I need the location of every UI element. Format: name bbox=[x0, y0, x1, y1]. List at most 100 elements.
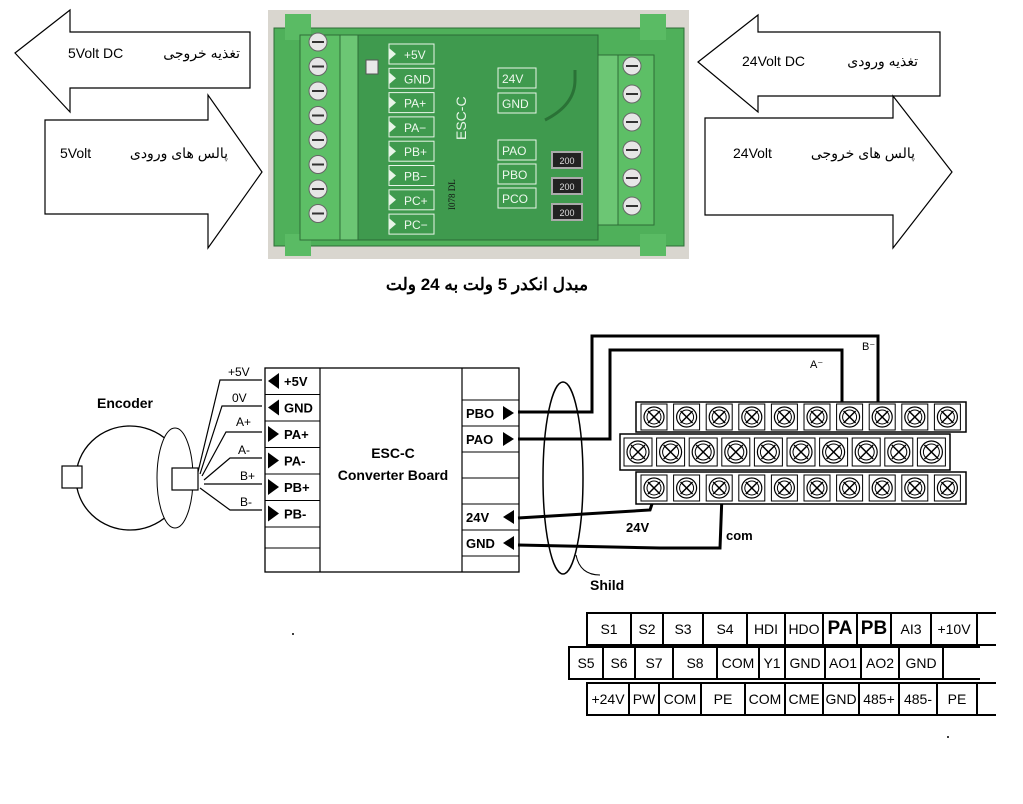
board-input-label: PB- bbox=[284, 507, 306, 522]
arrow-right-top-latin: 24Volt DC bbox=[742, 53, 805, 69]
terminal-screw-slot bbox=[810, 410, 824, 424]
pcb-right-pin-label: PAO bbox=[502, 144, 526, 158]
label-a-minus: A⁻ bbox=[810, 359, 823, 371]
arrow-right-bottom-persian: پالس های خروجی bbox=[811, 145, 915, 162]
board-output-label: 24V bbox=[466, 510, 489, 525]
pcb-left-pin-label: PA− bbox=[404, 121, 426, 135]
terminal-screw-slot bbox=[843, 481, 857, 495]
board-output-rows: PBO PAO 24V GND bbox=[462, 399, 519, 557]
terminal-screw-slot bbox=[858, 444, 874, 460]
pcb-pin-box bbox=[497, 139, 537, 161]
terminal-screw-ring bbox=[759, 443, 777, 461]
terminal-cell: S3 bbox=[664, 614, 704, 644]
wire-label: B- bbox=[240, 495, 252, 509]
terminal-screw-slot bbox=[680, 481, 694, 495]
arrow-left-top: 5Volt DC تغذیه خروجی bbox=[14, 8, 251, 114]
terminal-screw-ring bbox=[939, 480, 955, 496]
board-input-label: PA- bbox=[284, 454, 305, 469]
encoder: Encoder bbox=[61, 395, 199, 531]
strip-screws bbox=[623, 403, 961, 502]
terminal-screw-ring bbox=[744, 480, 760, 496]
terminal-screw-ring bbox=[809, 409, 825, 425]
pcb-pin-arrow bbox=[389, 96, 396, 109]
terminal-screw-slot bbox=[940, 410, 954, 424]
terminal-screw-slot bbox=[908, 481, 922, 495]
pcb-pin-arrow bbox=[389, 218, 396, 231]
board-output-label: PAO bbox=[466, 432, 493, 447]
output-arrow-icon bbox=[503, 510, 514, 524]
arrow-left-top-persian: تغذیه خروجی bbox=[163, 45, 240, 62]
arrow-left-bottom: 5Volt پالس های ورودی bbox=[44, 93, 263, 250]
terminal-cell: AO2 bbox=[862, 648, 900, 678]
pcb-pin-arrow bbox=[389, 48, 396, 60]
pcb-pin-box bbox=[497, 67, 537, 89]
wire-label: A- bbox=[238, 443, 250, 457]
arrow-left-bottom-persian: پالس های ورودی bbox=[130, 145, 228, 162]
terminal-cell: +24V bbox=[588, 684, 630, 714]
terminal-cell: Y1 bbox=[760, 648, 786, 678]
board-input-label: GND bbox=[284, 401, 313, 416]
pcb-pin-arrow bbox=[389, 169, 396, 182]
arrow-left-top-latin: 5Volt DC bbox=[68, 45, 123, 61]
board-title: ESC-C bbox=[371, 445, 415, 461]
terminal-screw-slot bbox=[940, 481, 954, 495]
terminal-screw-slot bbox=[875, 410, 889, 424]
board-subtitle: Converter Board bbox=[338, 467, 448, 483]
input-arrow-icon bbox=[268, 505, 279, 522]
pcb-pin-box bbox=[497, 163, 537, 185]
terminal-screw-ring bbox=[842, 409, 858, 425]
pcb-left-pin-label: PC− bbox=[404, 218, 428, 232]
output-arrow-icon bbox=[503, 432, 514, 446]
terminal-screw-slot bbox=[760, 444, 776, 460]
board-input-label: PB+ bbox=[284, 480, 310, 495]
encoder-wires bbox=[197, 379, 262, 511]
terminal-screw-ring bbox=[809, 480, 825, 496]
board-output-label: GND bbox=[466, 536, 495, 551]
terminal-cell: CME bbox=[786, 684, 824, 714]
output-arrow-icon bbox=[503, 536, 514, 550]
terminal-screw-ring bbox=[842, 480, 858, 496]
right-screw-terminals bbox=[622, 56, 642, 216]
pcb-left-pin-label: GND bbox=[404, 72, 431, 86]
terminal-screw-ring bbox=[694, 443, 712, 461]
terminal-cell: PE bbox=[702, 684, 746, 714]
wire-label: 0V bbox=[232, 391, 247, 405]
terminal-cell: PW bbox=[630, 684, 660, 714]
pcb-left-pin-label: PC+ bbox=[404, 194, 428, 208]
pcb-left-pin-label: PB− bbox=[404, 170, 427, 184]
shield-lead bbox=[575, 554, 601, 576]
terminal-cell: HDI bbox=[748, 614, 786, 644]
arrow-left-bottom-latin: 5Volt bbox=[60, 145, 91, 161]
input-arrow-icon bbox=[268, 373, 279, 389]
terminal-screw-ring bbox=[744, 409, 760, 425]
terminal-screw-ring bbox=[890, 443, 908, 461]
drive-terminal-strip bbox=[619, 401, 967, 505]
pcb-right-pin-label: PCO bbox=[502, 192, 528, 206]
terminal-cell: GND bbox=[900, 648, 944, 678]
terminal-cell: S2 bbox=[632, 614, 664, 644]
pcb-board-label: ESC-C bbox=[453, 96, 469, 140]
terminal-screw-slot bbox=[663, 444, 679, 460]
terminal-cell: GND bbox=[786, 648, 826, 678]
resistor-icon bbox=[551, 151, 583, 169]
label-b-minus: B⁻ bbox=[862, 341, 875, 353]
board-output-label: PBO bbox=[466, 406, 494, 421]
pcb-right-pin-label: GND bbox=[502, 97, 529, 111]
terminal-screw-slot bbox=[923, 444, 939, 460]
arrow-right-bottom: 24Volt پالس های خروجی bbox=[704, 94, 953, 250]
input-arrow-icon bbox=[268, 452, 279, 469]
terminal-screw-ring bbox=[939, 409, 955, 425]
terminal-screw-slot bbox=[647, 481, 661, 495]
resistor-label: 200 bbox=[559, 156, 574, 166]
arrow-right-top: 24Volt DC تغذیه ورودی bbox=[697, 13, 941, 114]
terminal-cell: PE bbox=[938, 684, 978, 714]
